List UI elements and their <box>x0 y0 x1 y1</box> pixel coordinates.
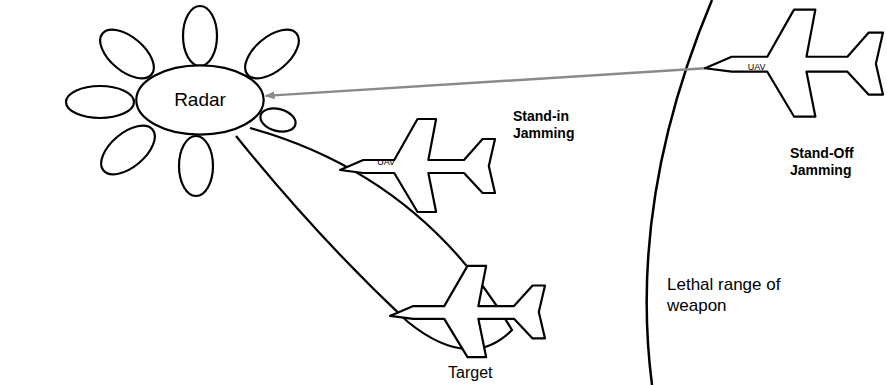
region-label: Lethal range of weapon <box>667 274 797 317</box>
radar-ellipse: Radar <box>135 64 265 136</box>
shape-outline <box>390 262 545 360</box>
jamming-arrow <box>266 68 705 96</box>
node-caption: Target <box>448 363 528 382</box>
node-label: Radar <box>174 89 226 111</box>
uav-plane: UAVStand-in Jamming <box>340 115 495 215</box>
shape-outline <box>705 5 883 120</box>
node-caption: Stand-in Jamming <box>513 108 603 142</box>
uav-label: UAV <box>377 157 395 167</box>
target-plane: Target <box>390 262 545 360</box>
uav-label: UAV <box>748 62 766 72</box>
uav-plane: UAVStand-Off Jamming <box>705 5 883 120</box>
shape-outline <box>340 115 495 215</box>
node-caption: Stand-Off Jamming <box>790 145 876 179</box>
lethal-range-arc <box>647 0 712 385</box>
